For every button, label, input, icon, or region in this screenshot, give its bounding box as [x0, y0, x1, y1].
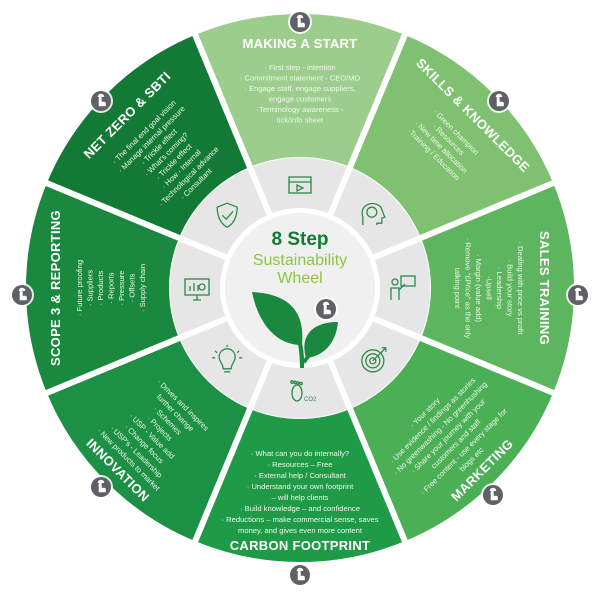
segment-bullet: · Build your story: [506, 260, 515, 317]
segment-net-zero-sbti[interactable]: NET ZERO & SBTI· The final end goal visi…: [40, 28, 255, 243]
segment-bullet: ·Upsell: [485, 276, 494, 300]
segment-bullet: · Margin (value add): [474, 254, 483, 322]
hotspot-button[interactable]: [314, 297, 338, 321]
hand-pointer-icon: [322, 301, 331, 315]
ring-divider: [327, 166, 353, 218]
segment-skills-knowledge[interactable]: SKILLS & KNOWLEDGE· Green champion· Reso…: [345, 28, 560, 243]
segment-bullet: · Commitment statement - CEO/MD: [240, 74, 361, 83]
hotspot-button[interactable]: [566, 283, 590, 307]
center-subtitle-line2: Wheel: [277, 270, 322, 287]
segment-bullet: ·Terminology awareness -: [257, 105, 344, 114]
segment-bullet: · Dealing with price vs profit: [516, 241, 525, 335]
presenter-icon: [390, 275, 416, 300]
segment-bullet: · Suppliers: [86, 270, 95, 306]
video-clapper-icon: [288, 176, 312, 194]
hand-pointer-icon: [495, 93, 504, 107]
segment-text: CARBON FOOTPRINT · What can you do intern…: [222, 449, 379, 553]
segment-bullet: · Leadership: [495, 267, 504, 309]
segment-bullet: · Engage staff, engage suppliers,: [244, 84, 355, 93]
segment-title: MAKING A START: [243, 36, 358, 51]
segment-bullet: · Build knowledge – and confidence: [240, 504, 360, 513]
brain-head-icon: [361, 203, 386, 226]
svg-text:CO2: CO2: [304, 397, 317, 403]
segment-bullet: talking point: [453, 268, 462, 309]
segment-making-a-start[interactable]: MAKING A START · First step - intention · …: [190, 8, 410, 174]
segment-bullet: engage customers: [269, 95, 332, 104]
hand-pointer-icon: [574, 287, 583, 301]
hotspot-button[interactable]: [288, 10, 312, 34]
center-title: 8 Step: [271, 229, 328, 250]
footprint-co2-icon: CO2: [290, 380, 317, 403]
segment-text: SALES TRAINING · Dealing with price vs pr…: [453, 231, 552, 345]
ring-divider: [247, 166, 273, 218]
segment-marketing[interactable]: MARKETING· Your story· Use evidence / fi…: [345, 333, 560, 548]
segment-bullet: – will help clients: [272, 493, 329, 502]
computer-chart-icon: [184, 278, 210, 301]
ring-divider: [178, 235, 230, 261]
segment-text: MAKING A START · First step - intention · …: [240, 36, 361, 125]
hand-pointer-icon: [296, 567, 305, 581]
segment-title: SCOPE 3 & REPORTING: [48, 210, 63, 366]
segment-bullet: tick/info sheet: [277, 116, 324, 125]
wheel-segments: MAKING A START · First step - intention · …: [20, 8, 580, 568]
segment-text: SCOPE 3 & REPORTING· Future proofing· Su…: [48, 210, 147, 366]
ring-dividers: [178, 166, 422, 410]
segment-bullet: · Reports: [107, 272, 116, 303]
hotspot-button[interactable]: [288, 563, 312, 587]
segment-title: CARBON FOOTPRINT: [230, 538, 371, 553]
segment-bullet: money, and gives even more content: [238, 526, 363, 535]
segment-title: SALES TRAINING: [537, 231, 552, 345]
hand-pointer-icon: [97, 479, 106, 493]
segment-bullet: · Resources – Free: [268, 460, 333, 469]
hand-pointer-icon: [296, 14, 305, 28]
hotspots: [10, 10, 590, 587]
hotspot-button[interactable]: [89, 89, 113, 113]
segment-bullet: · Pressure: [117, 270, 126, 305]
ring-divider: [370, 235, 422, 261]
shield-check-icon: [216, 202, 238, 228]
segment-bullet: · Understand your own footprint: [247, 482, 354, 491]
lightbulb-icon: [212, 344, 243, 373]
center-subtitle-line1: Sustainability: [253, 252, 347, 269]
hotspot-button[interactable]: [487, 89, 511, 113]
segment-carbon-footprint[interactable]: CARBON FOOTPRINT · What can you do intern…: [190, 402, 410, 568]
ring-divider: [247, 358, 273, 410]
ring-divider: [178, 315, 230, 341]
hand-pointer-icon: [489, 487, 498, 501]
segment-bullet: · Products: [96, 270, 105, 305]
segment-bullet: · External help / Consultant: [254, 471, 346, 480]
segment-bullet: · Remove "£Price" as the only: [464, 238, 473, 339]
segment-bullet: · First step - intention: [264, 63, 335, 72]
target-icon: [361, 347, 387, 373]
segment-bullet: · Supply chain: [138, 264, 147, 312]
hotspot-button[interactable]: [10, 283, 34, 307]
hand-pointer-icon: [97, 93, 106, 107]
ring-icons: CO2: [184, 176, 416, 403]
segment-bullet: · Future proofing: [75, 260, 84, 316]
hand-pointer-icon: [18, 287, 27, 301]
segment-bullet: · Offsets: [128, 274, 137, 303]
segment-bullet: · Reductions – make commercial sense, sa…: [222, 515, 379, 524]
ring-divider: [327, 358, 353, 410]
segment-bullet: · What can you do internally?: [251, 449, 349, 458]
hotspot-button[interactable]: [89, 475, 113, 499]
hotspot-button[interactable]: [481, 483, 505, 507]
ring-divider: [370, 315, 422, 341]
sprout-icon: [252, 292, 338, 368]
